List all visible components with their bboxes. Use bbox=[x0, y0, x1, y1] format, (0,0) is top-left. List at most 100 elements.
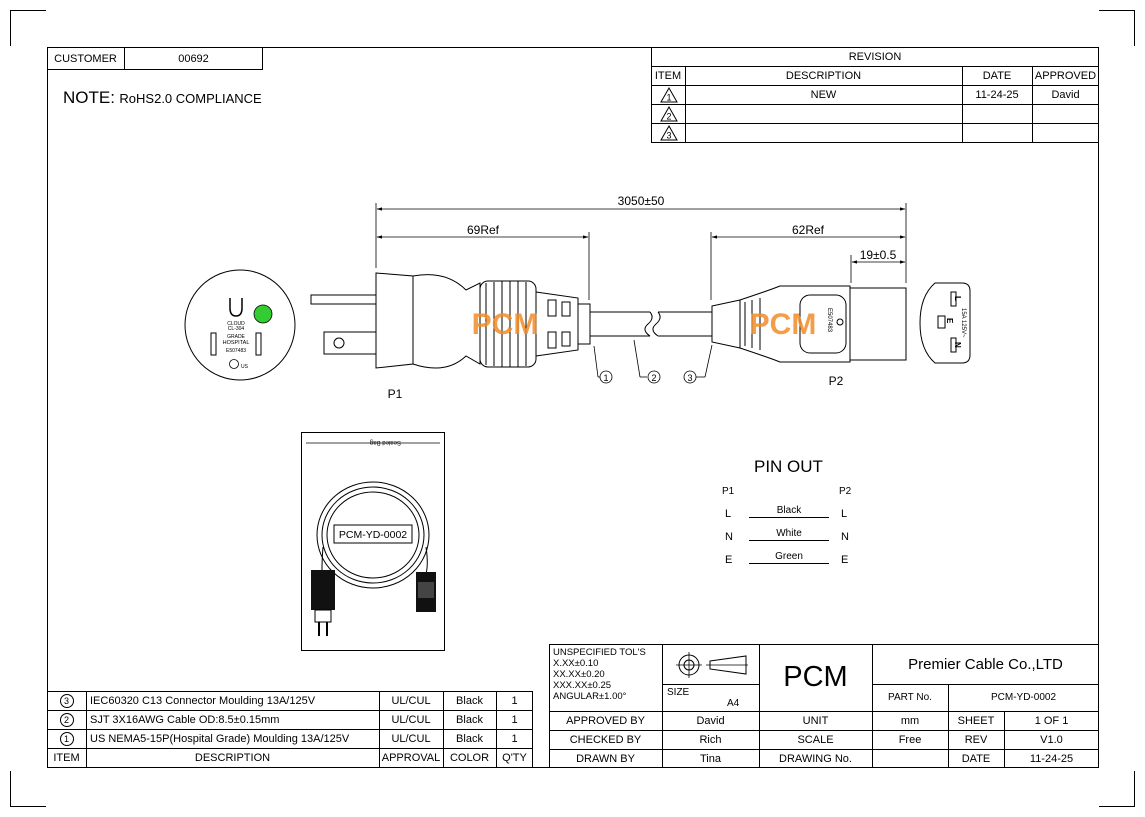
bom-row-3-item-number: 1 bbox=[59, 731, 74, 746]
bom-row-2-color: Black bbox=[456, 713, 483, 726]
revision-triangle-icon: 1 bbox=[660, 87, 678, 103]
p1-face-line4: HOSPITAL bbox=[223, 340, 250, 346]
pinout-row-1-wire: Black bbox=[749, 505, 829, 518]
p1-watermark: PCM bbox=[472, 308, 539, 341]
p1-face-line5: E507483 bbox=[226, 348, 246, 354]
crop-mark bbox=[1134, 771, 1135, 807]
size-value: A4 bbox=[727, 698, 740, 709]
bom-row-1-approval: UL/CUL bbox=[391, 694, 431, 707]
scale-value: Free bbox=[898, 733, 922, 746]
part-no-value: PCM-YD-0002 bbox=[990, 692, 1057, 703]
company-name: Premier Cable Co.,LTD bbox=[908, 655, 1063, 673]
tb-hline bbox=[549, 749, 1099, 750]
dimension-p2 bbox=[710, 232, 906, 300]
bom-vline bbox=[496, 691, 497, 768]
p1-face-view: CLOUD CL-304 GRADE HOSPITAL E507483 US bbox=[184, 269, 296, 381]
tb-vline bbox=[872, 644, 873, 768]
p1-length-label: 69Ref bbox=[467, 223, 500, 237]
revision-border bbox=[651, 47, 1099, 143]
p2-body-text: E507483 bbox=[826, 308, 832, 333]
bom-header-qty: Q'TY bbox=[502, 752, 527, 764]
bom-hline bbox=[47, 748, 533, 749]
pinout-row-1-p1: L bbox=[725, 508, 732, 520]
tb-vline bbox=[662, 644, 663, 768]
p2-length-label: 62Ref bbox=[792, 223, 825, 237]
bom-row-2-qty: 1 bbox=[511, 713, 518, 726]
revision-row-1-date: 11-24-25 bbox=[975, 88, 1019, 101]
green-dot-icon bbox=[253, 304, 273, 324]
bom-row-2-description: SJT 3X16AWG Cable OD:8.5±0.15mm bbox=[90, 713, 280, 726]
checked-by-label: CHECKED BY bbox=[569, 733, 642, 746]
bom-row-1-qty: 1 bbox=[511, 694, 518, 707]
customer-divider bbox=[124, 47, 125, 70]
overall-length-label: 3050±50 bbox=[618, 194, 665, 208]
bom-row-3-qty: 1 bbox=[511, 732, 518, 745]
bom-row-1-description: IEC60320 C13 Connector Moulding 13A/125V bbox=[90, 694, 316, 707]
package-label: PCM-YD-0002 bbox=[339, 529, 407, 541]
approved-by-value: David bbox=[696, 714, 725, 727]
pinout-row-1-p2: L bbox=[841, 508, 848, 520]
p2-face-letter-l: L bbox=[953, 296, 962, 301]
tb-hline bbox=[662, 684, 759, 685]
approved-by-label: APPROVED BY bbox=[566, 714, 645, 727]
bom-header-item: ITEM bbox=[53, 752, 80, 764]
scale-label: SCALE bbox=[797, 733, 834, 746]
tb-vline bbox=[948, 711, 949, 768]
revision-row-1-description: NEW bbox=[810, 88, 837, 101]
part-no-label: PART No. bbox=[888, 692, 932, 703]
rev-label: REV bbox=[964, 733, 988, 746]
revision-hline bbox=[651, 85, 1099, 86]
p2-watermark: PCM bbox=[750, 308, 817, 341]
crop-mark bbox=[10, 10, 11, 46]
customer-box bbox=[47, 47, 263, 70]
p2-face-letter-n: N bbox=[953, 342, 962, 348]
bom-hline bbox=[47, 710, 533, 711]
revision-hline bbox=[651, 66, 1099, 67]
pinout-p2-header: P2 bbox=[839, 486, 852, 497]
p1-plug bbox=[310, 272, 591, 369]
revision-triangle-icon: 3 bbox=[660, 125, 678, 141]
dimension-overall bbox=[375, 203, 907, 283]
tb-hline bbox=[549, 730, 1099, 731]
p1-label: P1 bbox=[388, 387, 403, 401]
title-block-border bbox=[549, 644, 1099, 768]
revision-row-1-item: 1 bbox=[666, 93, 671, 103]
crop-mark bbox=[10, 771, 11, 807]
tb-vline bbox=[759, 644, 760, 768]
pinout-title: PIN OUT bbox=[754, 457, 823, 476]
sheet-label: SHEET bbox=[957, 714, 995, 727]
bom-row-1-item: 3 bbox=[47, 691, 86, 710]
pinout-row-2-p1: N bbox=[725, 531, 733, 543]
checked-by-value: Rich bbox=[699, 733, 722, 746]
tb-vline bbox=[948, 684, 949, 711]
bom-row-2-approval: UL/CUL bbox=[391, 713, 431, 726]
note-label: NOTE: bbox=[63, 88, 115, 107]
note: NOTE: RoHS2.0 COMPLIANCE bbox=[63, 88, 262, 108]
unit-value: mm bbox=[900, 714, 920, 727]
revision-header-description: DESCRIPTION bbox=[785, 69, 862, 82]
bom-header-approval: APPROVAL bbox=[381, 752, 441, 764]
note-text: RoHS2.0 COMPLIANCE bbox=[119, 91, 262, 106]
p2-face-view bbox=[919, 282, 971, 364]
p2-face-text: 15A 125V~ bbox=[960, 308, 966, 338]
bom-row-3-color: Black bbox=[456, 732, 483, 745]
bom-row-3-description: US NEMA5-15P(Hospital Grade) Moulding 13… bbox=[90, 732, 350, 745]
ul-mark-icon bbox=[229, 359, 239, 369]
tolerances: UNSPECIFIED TOL'S X.XX±0.10 XX.XX±0.20 X… bbox=[553, 647, 646, 702]
p1-face-ul-text: US bbox=[241, 364, 249, 370]
tb-vline bbox=[1004, 711, 1005, 768]
crop-mark bbox=[10, 806, 46, 807]
bom-vline bbox=[86, 691, 87, 768]
callouts bbox=[593, 339, 713, 384]
revision-header-date: DATE bbox=[982, 69, 1012, 82]
revision-vline bbox=[962, 66, 963, 143]
revision-hline bbox=[651, 123, 1099, 124]
unit-label: UNIT bbox=[802, 714, 829, 727]
dimension-p1 bbox=[376, 232, 590, 300]
callout-3: 3 bbox=[687, 373, 692, 383]
revision-row-3-item: 3 bbox=[666, 131, 671, 141]
bom-vline bbox=[379, 691, 380, 768]
date-label: DATE bbox=[961, 752, 991, 765]
rev-value: V1.0 bbox=[1040, 733, 1063, 746]
revision-title: REVISION bbox=[848, 50, 902, 63]
